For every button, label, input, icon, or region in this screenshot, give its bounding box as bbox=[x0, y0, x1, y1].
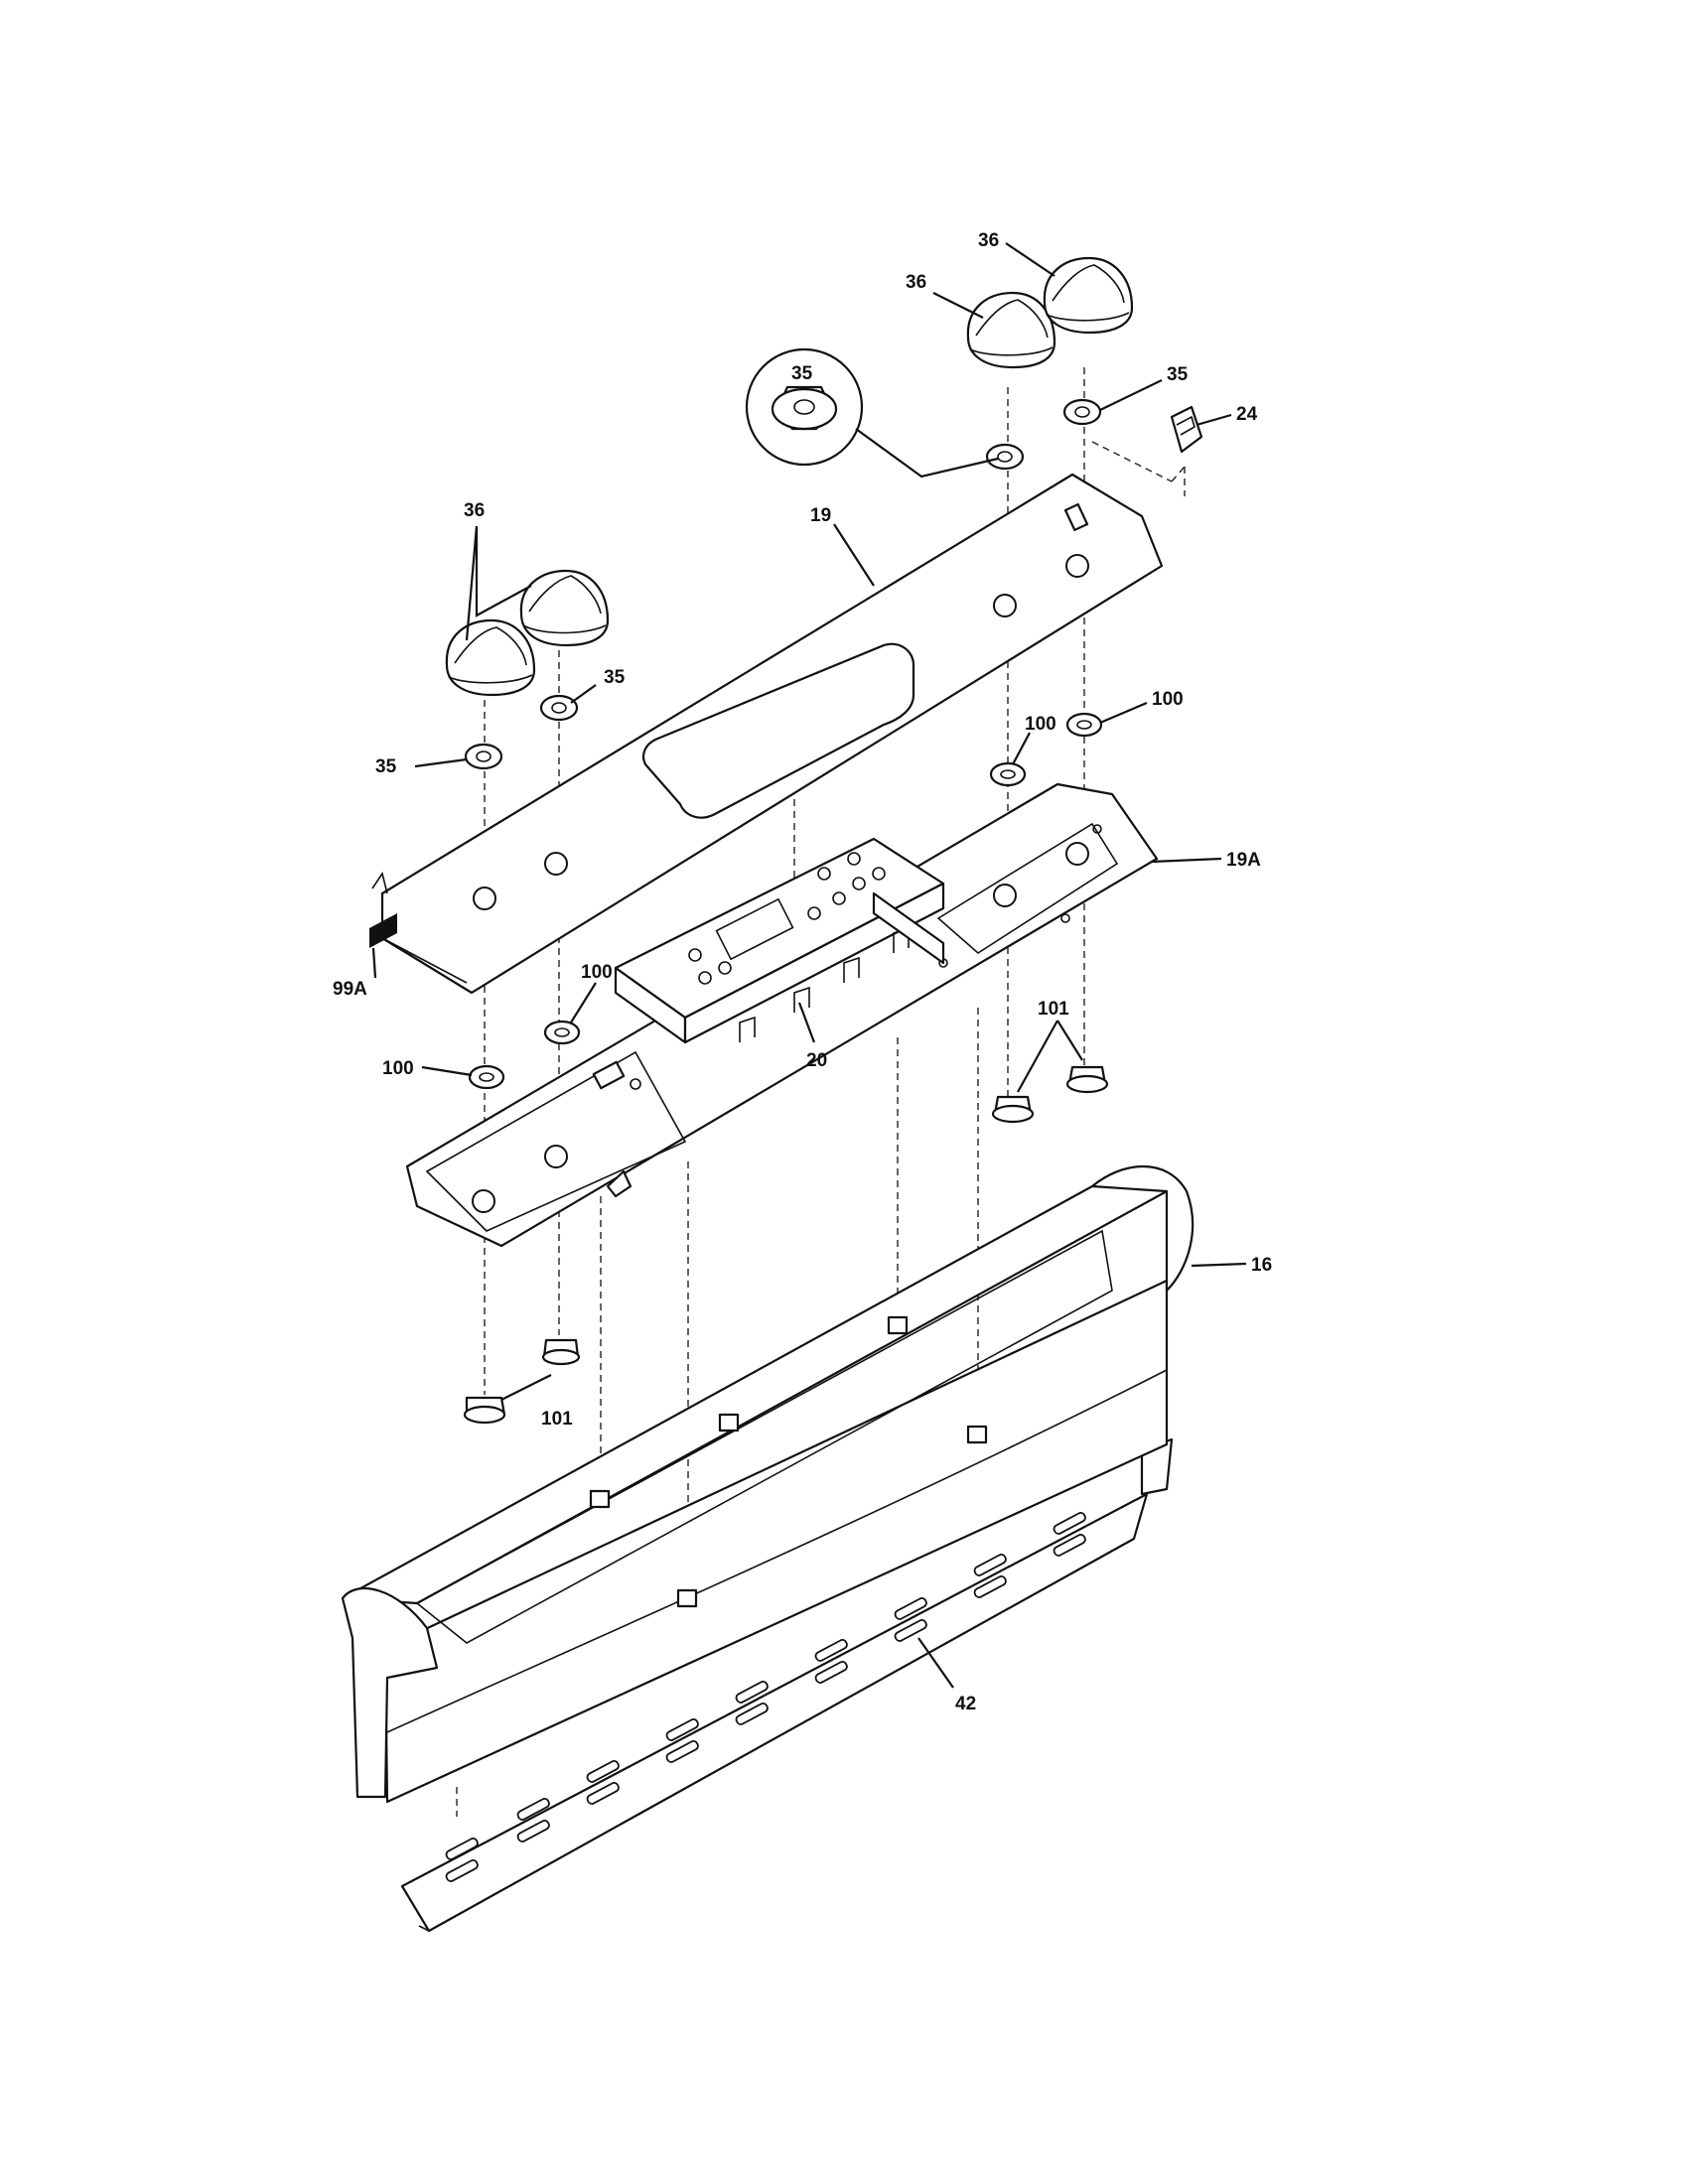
callout-35-left-lower: 35 bbox=[375, 756, 397, 777]
callout-101-left: 101 bbox=[541, 1409, 573, 1430]
control-mounting-panel bbox=[405, 782, 1159, 1248]
control-panel-fascia bbox=[371, 473, 1164, 995]
control-knobs bbox=[445, 256, 1134, 697]
callout-100-center-right: 100 bbox=[1025, 714, 1056, 735]
callout-100-left-lower: 100 bbox=[382, 1058, 414, 1079]
callout-36-upper-right: 36 bbox=[978, 230, 999, 251]
insulation-strip bbox=[369, 913, 397, 979]
callout-19A: 19A bbox=[1226, 850, 1261, 871]
callout-labels: 36 36 36 35 35 35 35 24 19 100 100 100 1… bbox=[333, 230, 1272, 1714]
callout-42: 42 bbox=[955, 1694, 976, 1714]
bushing-detail-callout bbox=[745, 347, 999, 478]
callout-35-detail: 35 bbox=[791, 363, 813, 384]
callout-100-right: 100 bbox=[1152, 689, 1184, 710]
electronic-control-board bbox=[614, 837, 945, 1044]
vent-slots bbox=[445, 1511, 1086, 1882]
callout-36-left: 36 bbox=[464, 500, 485, 521]
callout-99A: 99A bbox=[333, 979, 367, 1000]
backguard-housing bbox=[341, 1164, 1195, 1804]
callout-16: 16 bbox=[1251, 1255, 1272, 1276]
callout-19: 19 bbox=[810, 505, 831, 526]
leader-lines bbox=[414, 242, 1247, 1689]
callout-35-left-upper: 35 bbox=[604, 667, 626, 688]
callout-100-left-upper: 100 bbox=[581, 962, 613, 983]
flanged-nuts-101 bbox=[463, 1065, 1109, 1425]
callout-35-right: 35 bbox=[1167, 364, 1189, 385]
knob-bushings bbox=[464, 398, 1102, 770]
callout-24: 24 bbox=[1236, 404, 1258, 425]
callout-20: 20 bbox=[806, 1050, 827, 1071]
callout-101-right: 101 bbox=[1038, 999, 1069, 1020]
callout-36-right: 36 bbox=[906, 272, 926, 293]
rocker-switch bbox=[1170, 405, 1203, 454]
lower-vent-panel bbox=[400, 1437, 1174, 1933]
hex-nuts-100 bbox=[468, 712, 1103, 1090]
